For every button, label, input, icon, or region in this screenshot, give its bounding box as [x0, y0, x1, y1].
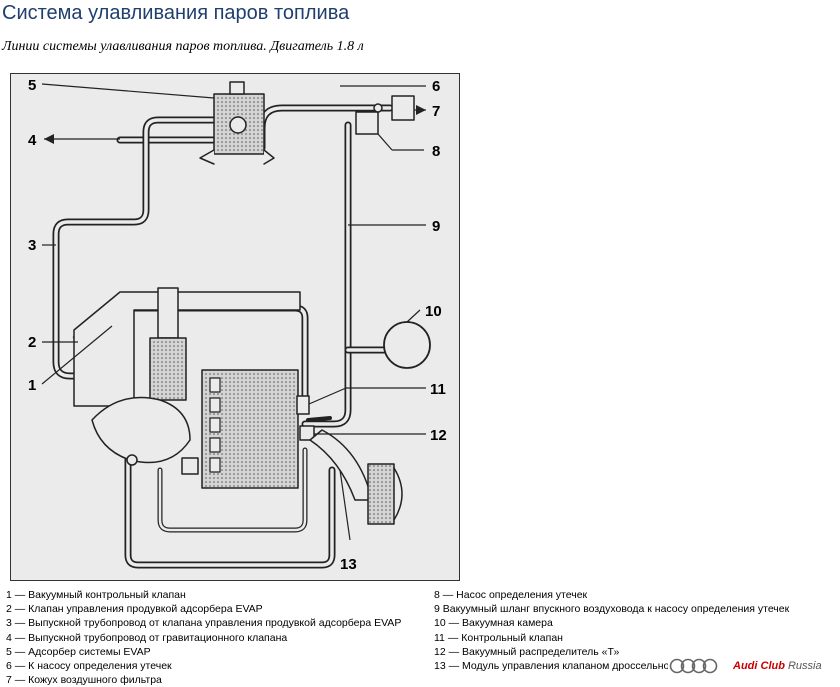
watermark-brand: Audi Club [733, 660, 785, 672]
watermark: Audi Club Russia [668, 658, 826, 674]
callout-1: 1 [28, 377, 36, 394]
legend-item: 3 — Выпускной трубопровод от клапана упр… [6, 617, 402, 630]
callout-13: 13 [340, 556, 357, 573]
callout-11: 11 [430, 381, 446, 398]
callout-8: 8 [432, 143, 440, 160]
watermark-region: Russia [787, 660, 822, 672]
legend-left: 1 — Вакуумный контрольный клапан 2 — Кла… [6, 588, 401, 687]
legend-right: 8 — Насос определения утечек 9 Вакуумный… [434, 588, 789, 673]
callout-6: 6 [432, 78, 440, 95]
callout-12: 12 [430, 427, 447, 444]
callout-5: 5 [28, 77, 36, 94]
callout-4: 4 [28, 132, 37, 149]
legend-item: 4 — Выпускной трубопровод от гравитацион… [6, 631, 288, 644]
legend-item: 12 — Вакуумный распределитель «Т» [434, 645, 620, 658]
callout-9: 9 [432, 218, 440, 235]
legend-item: 11 — Контрольный клапан [434, 631, 563, 644]
callout-2: 2 [28, 334, 36, 351]
callout-7: 7 [432, 103, 440, 120]
legend-item: 2 — Клапан управления продувкой адсорбер… [6, 603, 263, 616]
legend-item: 1 — Вакуумный контрольный клапан [6, 589, 186, 601]
legend-item: 5 — Адсорбер системы EVAP [6, 645, 151, 658]
audi-rings-icon [669, 658, 718, 674]
legend-item: 9 Вакуумный шланг впускного воздуховода … [434, 603, 790, 616]
page-title: Система улавливания паров топлива [2, 2, 350, 24]
legend-item: 8 — Насос определения утечек [434, 589, 588, 601]
legend-item: 7 — Кожух воздушного фильтра [6, 674, 162, 687]
callout-3: 3 [28, 237, 36, 254]
callout-10: 10 [425, 303, 442, 320]
figure-caption: Линии системы улавливания паров топлива.… [2, 39, 364, 54]
legend-item: 10 — Вакуумная камера [434, 617, 553, 630]
legend-item: 13 — Модуль управления клапаном дроссель… [434, 660, 723, 673]
legend-item: 6 — К насосу определения утечек [6, 660, 172, 673]
